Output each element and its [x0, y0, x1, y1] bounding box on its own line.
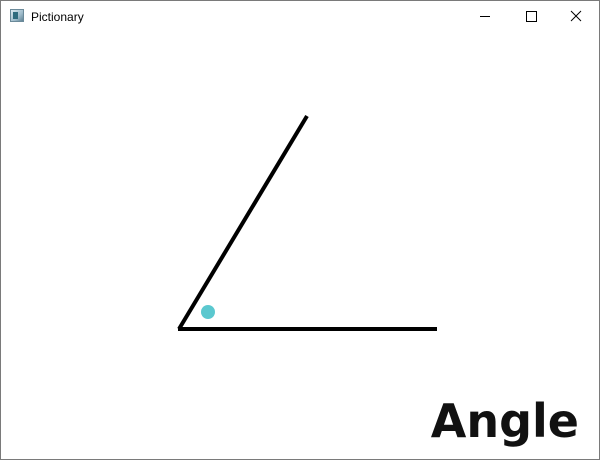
word-label: Angle [430, 394, 579, 448]
maximize-button[interactable] [508, 1, 554, 32]
drawing-cursor-marker [201, 305, 215, 319]
minimize-icon [480, 16, 490, 17]
maximize-icon [526, 11, 537, 22]
drawing-canvas[interactable] [1, 32, 599, 459]
window-title: Pictionary [31, 10, 84, 24]
app-icon [10, 9, 24, 22]
close-button[interactable] [553, 1, 599, 32]
angle-arm-upper [177, 114, 309, 331]
minimize-button[interactable] [462, 1, 508, 32]
close-icon [570, 10, 582, 22]
title-bar[interactable]: Pictionary [1, 1, 599, 32]
